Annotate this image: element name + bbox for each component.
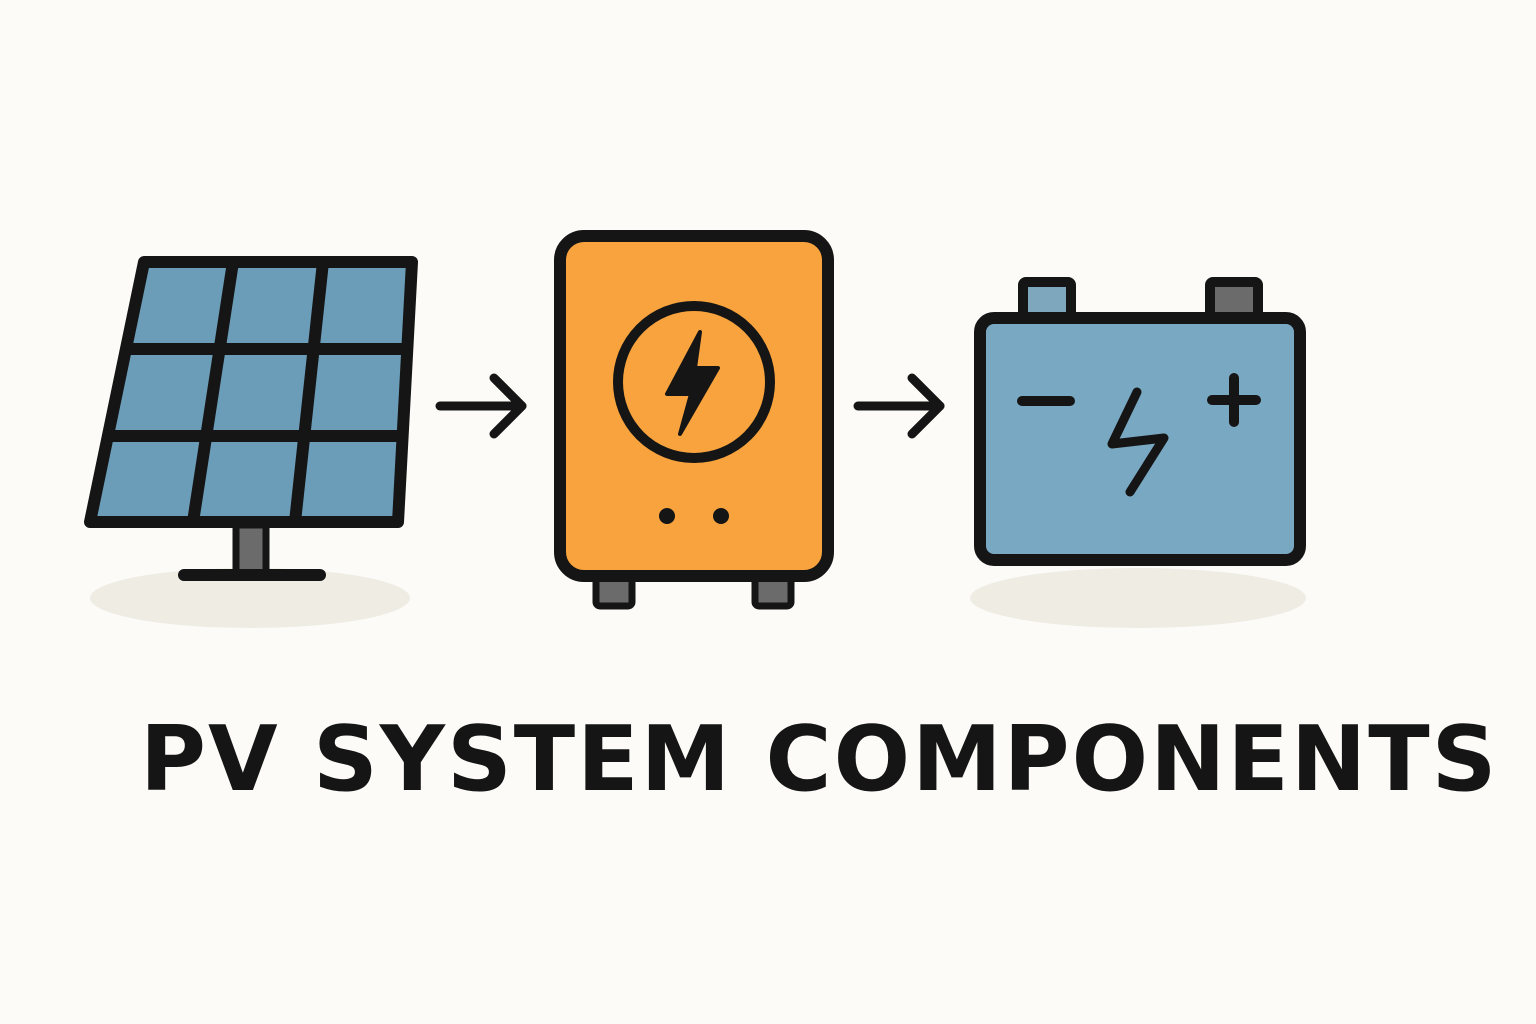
arrow-right-icon	[435, 373, 527, 439]
solar-panel-grid-v2	[289, 261, 329, 523]
lightning-bolt-icon	[665, 330, 720, 436]
solar-panel-frame	[84, 256, 418, 528]
inverter-indicator-left	[659, 508, 675, 524]
inverter-indicator-right	[713, 508, 729, 524]
battery-shadow	[970, 568, 1306, 628]
solar-panel-grid-v1	[187, 261, 239, 523]
lightning-bolt-icon	[1107, 387, 1169, 497]
arrow-right-icon	[853, 373, 945, 439]
diagram-title: PV SYSTEM COMPONENTS	[140, 707, 1499, 812]
battery-icon	[970, 277, 1306, 628]
plus-icon	[1207, 373, 1261, 427]
solar-panel-shadow	[90, 568, 410, 628]
solar-panel-icon	[84, 256, 418, 628]
inverter-icon	[554, 230, 834, 610]
solar-panel-pole	[232, 521, 270, 577]
